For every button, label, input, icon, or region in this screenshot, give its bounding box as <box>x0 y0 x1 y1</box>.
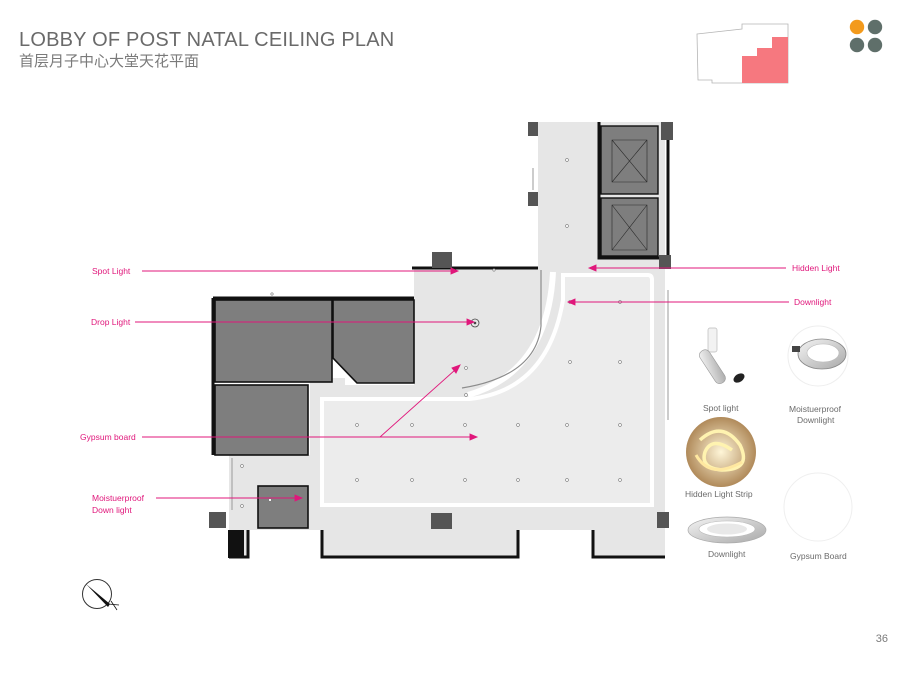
legend-moistuerproof-line2: Downlight <box>797 415 835 425</box>
legend-hidden-light-strip: Hidden Light Strip <box>685 489 753 499</box>
floor-plan <box>209 122 673 559</box>
logo-dots <box>849 19 883 53</box>
hidden-light-strip-icon <box>686 417 756 487</box>
gypsum-board-icon <box>783 472 853 542</box>
label-spot-light: Spot Light <box>92 266 131 276</box>
label-drop-light: Drop Light <box>91 317 131 327</box>
downlight-icon <box>687 516 767 544</box>
key-plan-highlight <box>742 37 788 83</box>
label-gypsum-board: Gypsum board <box>80 432 136 442</box>
north-arrow-icon <box>82 579 120 611</box>
label-hidden-light: Hidden Light <box>792 263 840 273</box>
page-number: 36 <box>875 633 888 645</box>
label-moistuerproof-line2: Down light <box>92 505 132 515</box>
spot-light-icon <box>699 327 745 385</box>
label-moistuerproof-line1: Moistuerproof <box>92 493 145 503</box>
leader-lines <box>135 264 789 502</box>
legend-spot-light: Spot light <box>703 403 739 413</box>
legend-moistuerproof-line1: Moistuerproof <box>789 404 842 414</box>
legend-gypsum-board: Gypsum Board <box>790 551 847 561</box>
key-plan <box>696 23 789 84</box>
label-downlight: Downlight <box>794 297 832 307</box>
page-title: LOBBY OF POST NATAL CEILING PLAN <box>19 29 395 51</box>
page-subtitle: 首层月子中心大堂天花平面 <box>19 52 200 70</box>
legend-downlight: Downlight <box>708 549 746 559</box>
moistureproof-downlight-icon <box>787 325 849 387</box>
